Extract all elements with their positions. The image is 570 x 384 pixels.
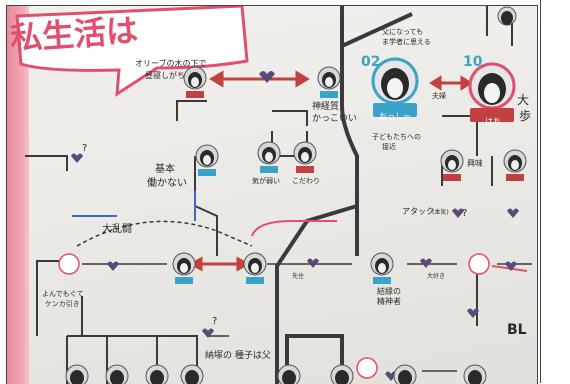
label-kodomo2: 接近 xyxy=(382,142,396,151)
penguin-icon xyxy=(243,252,267,284)
label-kenka2: ケンカ引き xyxy=(45,299,80,308)
penguin-icon xyxy=(195,144,219,176)
penguin-icon xyxy=(145,364,169,384)
label-kigayowai: 気が弱い xyxy=(252,176,280,185)
red-arrows xyxy=(188,70,473,272)
label-kenka: よんでもぐて xyxy=(42,290,84,298)
photo-relationship-chart: 私生活は xyxy=(6,5,538,384)
label-hachi: はち xyxy=(485,117,501,126)
question-mark-2: ? xyxy=(462,208,467,219)
label-attack-sub: (本気) xyxy=(432,208,449,216)
penguin-icon xyxy=(65,364,89,384)
penguin-icon xyxy=(317,66,341,98)
pink-wall-edge xyxy=(7,6,29,384)
pink-connector xyxy=(251,220,337,237)
penguin-icon xyxy=(370,252,394,284)
arrow-lines xyxy=(82,263,532,372)
label-kodomo: 子どもたちへの xyxy=(372,133,421,141)
penguin-icon xyxy=(393,364,417,384)
label-nervous: 神経質 xyxy=(312,100,339,112)
penguin-icon xyxy=(180,364,204,384)
label-kodawari: こだわり xyxy=(292,177,320,185)
featured-penguin-osshi xyxy=(371,57,419,117)
label-kihon: 基本 xyxy=(155,162,175,175)
label-kihon2: 働かない xyxy=(147,176,187,189)
penguin-icon xyxy=(257,141,281,173)
label-osshi: おっしー xyxy=(379,112,411,121)
chart-drawing: 私生活は xyxy=(9,6,532,384)
label-sentoku: 先住 xyxy=(292,272,304,280)
label-attack: アタック xyxy=(402,207,434,216)
penguin-icon xyxy=(330,364,354,384)
question-mark-3: ? xyxy=(212,316,217,327)
heart-icons xyxy=(71,71,519,381)
penguin-icon xyxy=(293,141,317,173)
label-daisuki: 大好き xyxy=(427,272,445,280)
penguin-icon xyxy=(183,66,207,98)
dashed-curve xyxy=(76,220,253,247)
label-chichi: 納塚の 種子は父 xyxy=(205,349,271,361)
label-maegaki2: ま学者に思える xyxy=(382,37,431,46)
penguin-icon xyxy=(463,364,487,384)
label-shinzai: 結縁の xyxy=(377,286,401,296)
penguin-icon xyxy=(503,149,527,181)
label-num10: 10 xyxy=(463,54,483,70)
label-bl: BL xyxy=(507,322,527,338)
label-dai: 大 xyxy=(517,93,529,107)
label-olive2: 昼寝しがち xyxy=(145,70,185,80)
title-speech-bubble xyxy=(15,6,249,97)
label-dairanto: 大乱闘 xyxy=(102,222,132,235)
label-kyomi: 興味 xyxy=(467,158,483,168)
penguin-icon xyxy=(277,364,301,384)
label-maegaki: 父になっても xyxy=(382,28,423,36)
right-frame-border xyxy=(540,0,570,383)
question-mark-1: ? xyxy=(82,143,87,154)
penguin-icons xyxy=(65,6,527,384)
tree-lines-thick xyxy=(275,6,413,384)
penguin-icon xyxy=(497,6,517,26)
penguin-icon xyxy=(172,252,196,284)
blue-lines xyxy=(72,191,196,221)
penguin-icon xyxy=(440,149,464,181)
pink-circle-markers xyxy=(58,253,490,379)
label-olive: オリーブの木の下で xyxy=(135,58,207,68)
label-num02: 02 xyxy=(361,54,380,70)
title-bubble-text: 私生活は xyxy=(9,11,139,58)
penguin-icon xyxy=(105,364,129,384)
label-ho: 歩 xyxy=(519,108,531,123)
label-shinzai2: 精神者 xyxy=(377,296,401,306)
featured-penguin-hachi xyxy=(468,62,516,122)
pink-connector-2 xyxy=(491,265,528,272)
label-futsu: 夫婦 xyxy=(432,91,446,100)
label-nervous2: かっこいい xyxy=(312,113,357,124)
